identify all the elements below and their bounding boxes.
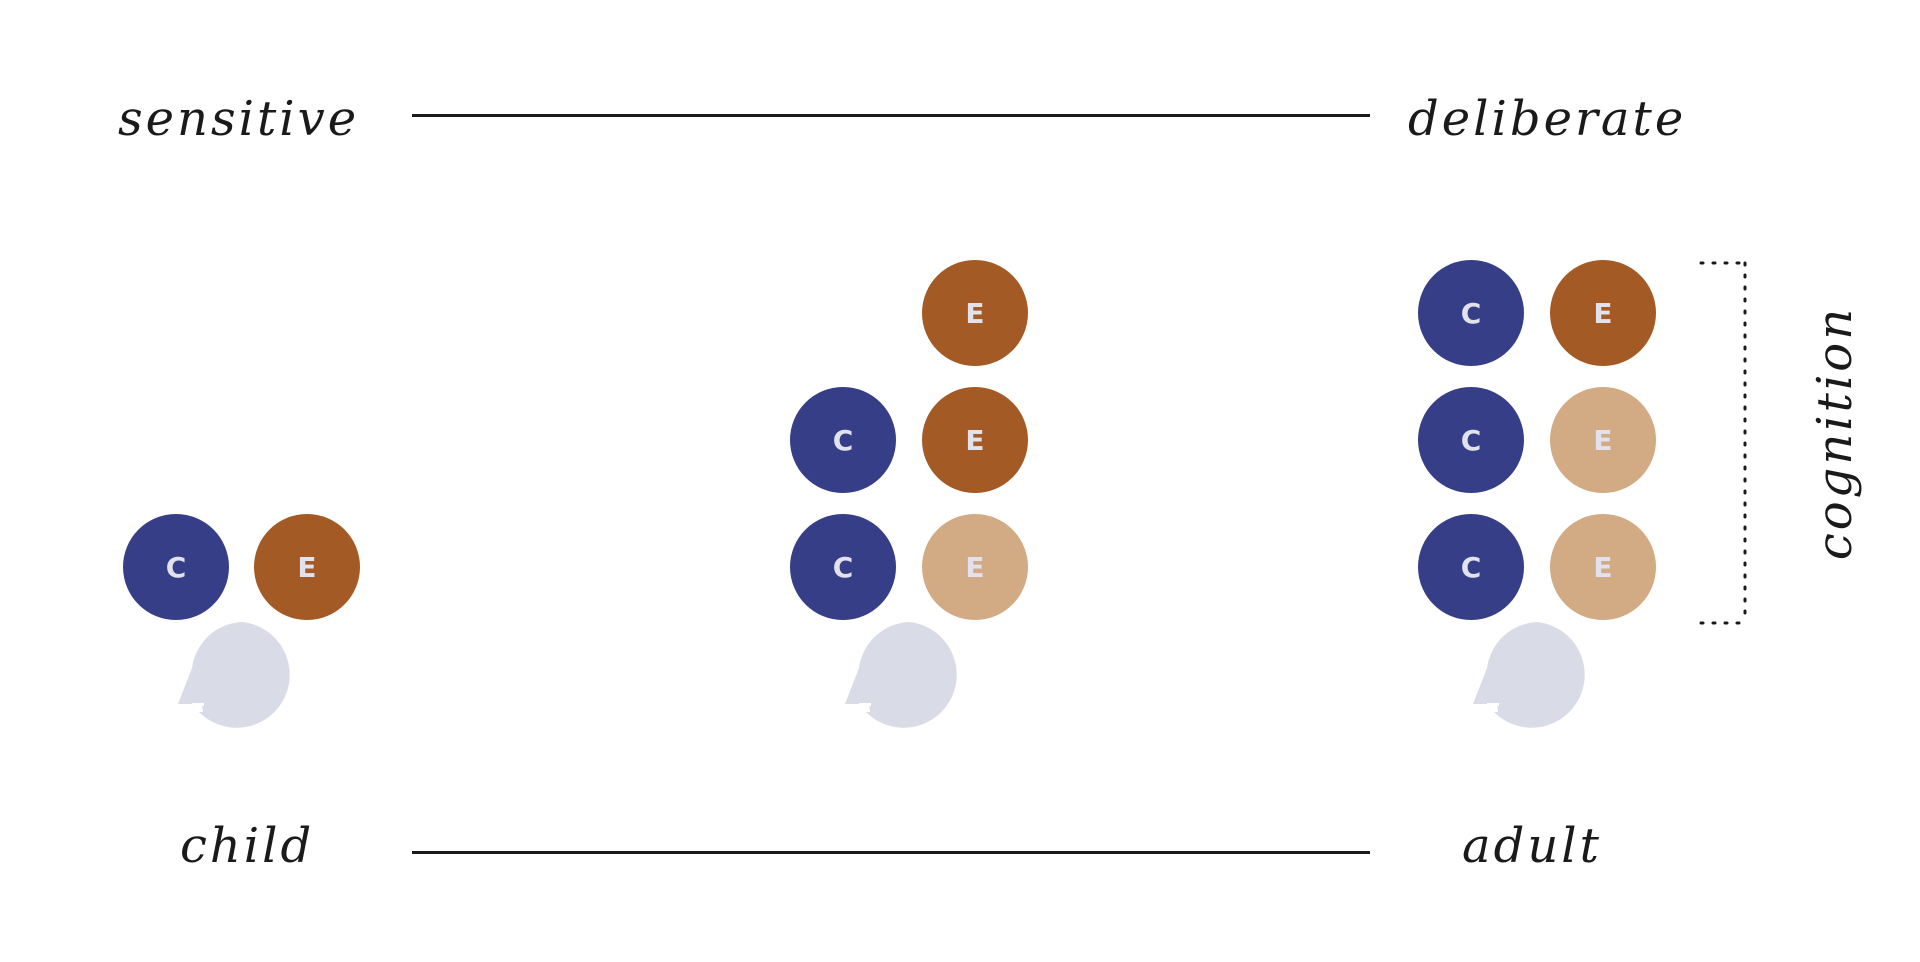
adult-c-circle-bottom: C [1418, 514, 1524, 620]
label-child: child [180, 818, 315, 874]
middle-c-circle-bottom: C [790, 514, 896, 620]
top-axis-line [412, 114, 1370, 117]
cognition-dotted-bracket [1699, 261, 1747, 625]
bottom-axis-line [412, 851, 1370, 854]
adult-head-profile-icon [1473, 622, 1585, 728]
label-deliberate: deliberate [1408, 91, 1687, 147]
label-adult: adult [1462, 818, 1602, 874]
middle-e-circle-mid: E [922, 387, 1028, 493]
adult-c-circle-mid: C [1418, 387, 1524, 493]
label-cognition: cognition [1807, 305, 1864, 561]
middle-c-circle-mid: C [790, 387, 896, 493]
adult-e-circle-top: E [1550, 260, 1656, 366]
adult-c-circle-top: C [1418, 260, 1524, 366]
middle-e-circle-bottom: E [922, 514, 1028, 620]
child-c-circle: C [123, 514, 229, 620]
middle-head-profile-icon [845, 622, 957, 728]
label-sensitive: sensitive [118, 91, 360, 147]
child-e-circle: E [254, 514, 360, 620]
middle-e-circle-top: E [922, 260, 1028, 366]
adult-e-circle-bottom: E [1550, 514, 1656, 620]
adult-e-circle-mid: E [1550, 387, 1656, 493]
child-head-profile-icon [178, 622, 290, 728]
